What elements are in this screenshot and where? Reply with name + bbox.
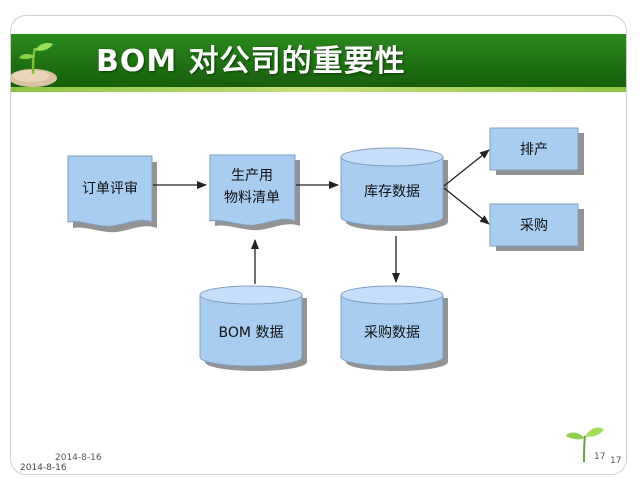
purchasing-label: 采购 <box>520 218 548 234</box>
order-review-label: 订单评审 <box>82 181 138 197</box>
page-number-overlay: 17 <box>594 452 605 462</box>
scheduling-node: 排产 <box>490 128 584 175</box>
footer-date-overlay: 2014-8-16 <box>20 463 67 473</box>
bom-data-node: BOM 数据 <box>200 286 307 371</box>
order-review-node: 订单评审 <box>68 156 157 232</box>
footer-date: 2014-8-16 <box>55 453 102 463</box>
scheduling-label: 排产 <box>520 142 548 158</box>
purchasing-node: 采购 <box>490 204 584 251</box>
purchase-data-node: 采购数据 <box>341 286 448 371</box>
arrow-inventory-to-purchasing <box>444 188 489 224</box>
page-number: 17 <box>610 456 621 466</box>
production-bom-label-line1: 生产用 <box>231 168 273 184</box>
production-bom-node: 生产用 物料清单 <box>210 155 300 230</box>
arrow-inventory-to-scheduling <box>444 150 489 186</box>
inventory-data-node: 库存数据 <box>341 148 448 231</box>
production-bom-label-line2: 物料清单 <box>224 190 280 206</box>
bom-data-label: BOM 数据 <box>219 325 284 341</box>
purchase-data-label: 采购数据 <box>364 325 420 341</box>
inventory-data-label: 库存数据 <box>364 184 420 200</box>
